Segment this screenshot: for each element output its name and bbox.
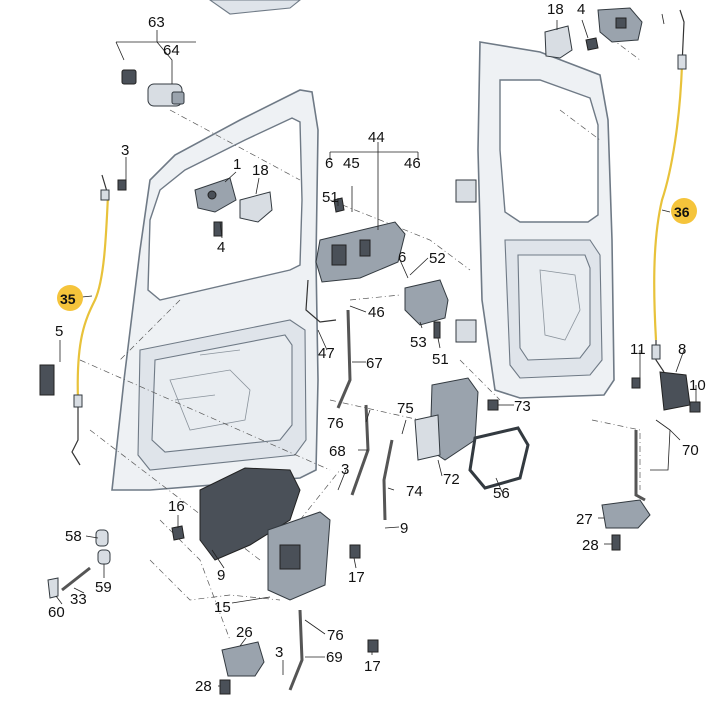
striker-bottom-icon [221, 641, 265, 677]
part-label-60: 60 [48, 604, 65, 621]
leader-lines [55, 13, 697, 687]
carrier-plate-icon [199, 467, 301, 561]
part-label-11: 11 [630, 341, 646, 358]
bracket-icon [544, 25, 573, 59]
part-label-10: 10 [689, 377, 706, 394]
rod-70-icon [634, 430, 646, 502]
striker-right-icon [601, 499, 651, 529]
part-label-76: 76 [327, 627, 344, 644]
wire-47-icon [305, 279, 337, 323]
part-label-72: 72 [443, 471, 460, 488]
striker-icon [597, 7, 643, 43]
cable-36 [651, 9, 687, 373]
part-label-3: 3 [341, 461, 349, 478]
part-label-56: 56 [493, 485, 510, 502]
part-label-3: 3 [121, 142, 129, 159]
part-label-47: 47 [318, 345, 335, 362]
part-label-4: 4 [577, 1, 585, 18]
part-label-4: 4 [217, 239, 225, 256]
part-label-52: 52 [429, 250, 446, 267]
plate-icon [39, 364, 55, 396]
part-label-74: 74 [406, 483, 423, 500]
part-label-73: 73 [514, 398, 531, 415]
lock-cylinder-icon [121, 69, 185, 107]
cable-35 [71, 174, 110, 466]
interior-handle-icon [414, 377, 479, 461]
rod-67-icon [336, 309, 352, 409]
highlight-badge-35 [57, 285, 83, 311]
handle-grip-icon [404, 279, 449, 326]
part-label-15: 15 [214, 599, 231, 616]
part-label-51: 51 [432, 351, 449, 368]
part-label-44: 44 [368, 129, 385, 146]
part-label-3: 3 [275, 644, 283, 661]
screw-icons [117, 37, 701, 695]
bracket-icon [239, 191, 273, 223]
part-label-45: 45 [343, 155, 360, 172]
highlight-badge-36 [671, 198, 697, 224]
part-label-70: 70 [682, 442, 699, 459]
part-label-26: 26 [236, 624, 253, 641]
part-label-63: 63 [148, 14, 165, 31]
part-label-33: 33 [70, 591, 87, 608]
pin-33-icon [61, 566, 91, 592]
part-label-67: 67 [366, 355, 383, 372]
part-label-35: 35 [60, 291, 76, 307]
part-label-64: 64 [163, 42, 180, 59]
part-label-28: 28 [195, 678, 212, 695]
part-label-16: 16 [168, 498, 185, 515]
part-label-5: 5 [55, 323, 63, 340]
handle-assembly-icon [315, 221, 406, 283]
part-label-18: 18 [547, 1, 564, 18]
part-label-46: 46 [404, 155, 421, 172]
guide-block-icon [659, 371, 691, 411]
part-label-6: 6 [398, 249, 406, 266]
part-label-1: 1 [233, 156, 241, 173]
part-label-36: 36 [674, 204, 690, 220]
part-label-8: 8 [678, 341, 686, 358]
left-door [111, 89, 319, 491]
right-door [455, 41, 615, 399]
rod-69-icon [288, 609, 304, 691]
part-label-46: 46 [368, 304, 385, 321]
seal-icon [468, 426, 530, 490]
clip-icon [97, 549, 111, 565]
upper-part-edge [209, 0, 301, 15]
key-icon [47, 577, 59, 599]
part-label-18: 18 [252, 162, 269, 179]
part-label-53: 53 [410, 334, 427, 351]
part-label-58: 58 [65, 528, 82, 545]
part-label-75: 75 [397, 400, 414, 417]
part-label-17: 17 [348, 569, 365, 586]
part-label-68: 68 [329, 443, 346, 460]
latch-icon [194, 177, 237, 213]
part-label-59: 59 [95, 579, 112, 596]
lock-body-icon [267, 511, 331, 601]
part-label-9: 9 [400, 520, 408, 537]
part-label-28: 28 [582, 537, 599, 554]
part-label-17: 17 [364, 658, 381, 675]
part-labels: 63 64 3 1 18 4 44 6 45 46 51 6 52 46 47 … [48, 1, 706, 695]
part-label-69: 69 [326, 649, 343, 666]
part-label-76: 76 [327, 415, 344, 432]
rod-74-icon [382, 439, 394, 521]
part-label-6: 6 [325, 155, 333, 172]
part-label-9: 9 [217, 567, 225, 584]
part-label-51: 51 [322, 189, 339, 206]
part-label-27: 27 [576, 511, 593, 528]
